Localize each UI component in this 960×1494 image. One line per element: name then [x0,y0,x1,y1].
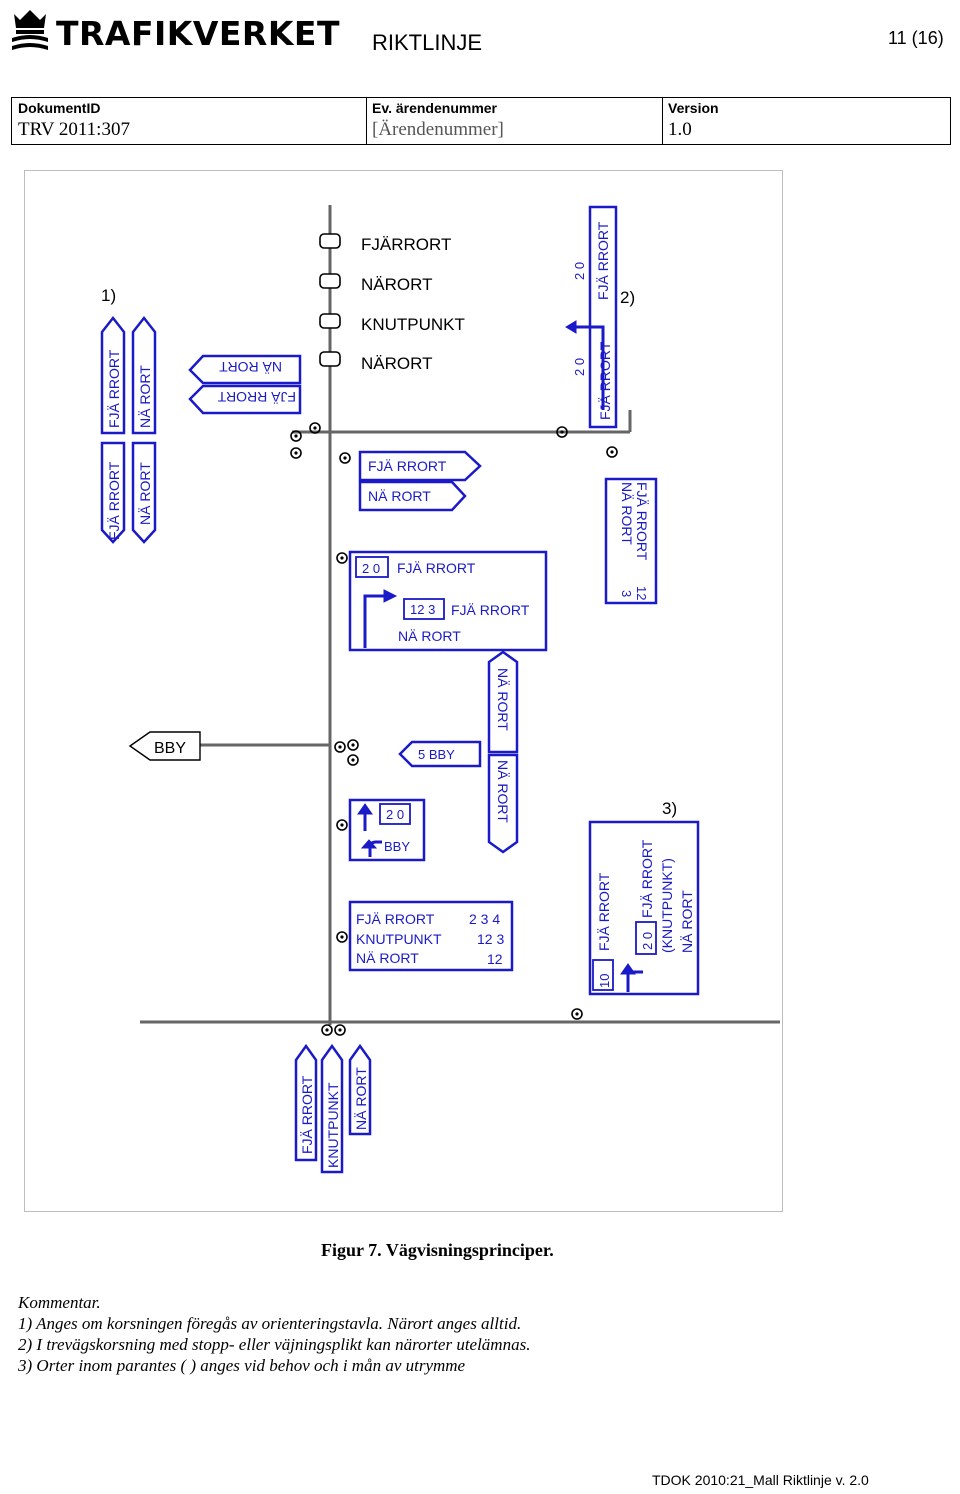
sign-number: 2 0 [572,358,587,376]
version-label: Version [668,100,719,116]
logo-text: TRAFIKVERKET [56,14,340,53]
sign-number: 2 0 [362,561,380,576]
sign-text: FJÄ RRORT [397,560,476,576]
comments-heading: Kommentar. [18,1293,101,1312]
sign-number: 2 0 [640,932,655,950]
sign-5-bby [398,740,482,768]
vertical-board-3 [588,820,700,996]
comment-line: 2) I trevägskorsning med stopp- eller vä… [18,1335,531,1354]
sign-knutpunkt-bottom [320,1043,344,1174]
document-type: RIKTLINJE [372,30,483,55]
crown-emblem-icon [12,10,48,50]
sign-narort-bottom [348,1043,372,1136]
document-id-label: DokumentID [18,100,101,116]
header-divider [366,97,367,145]
sign-fjarrort-right [358,450,482,482]
sign-text: BBY [384,839,410,854]
sign-post-icons [290,422,618,1036]
sign-fjarrort-bottom [294,1043,318,1162]
town-label: BBY [154,740,186,757]
comments-block: Kommentar. 1) Anges om korsningen föregå… [18,1292,530,1376]
sign-text: FJÄ RRORT [595,221,611,300]
header-table [11,97,951,145]
distance-sign [348,900,514,972]
sign-text: NÄ RORT [353,1067,369,1130]
sign-number: 12 [634,586,649,600]
sign-text: FJÄ RRORT [299,1075,315,1154]
sign-text: NÄ RORT [137,365,153,428]
sign-text: NÄ RORT [137,462,153,525]
orientation-line: NÄRORT [361,354,432,373]
sign-text: NÄ RORT [495,668,511,731]
sign-text: NÄ RORT [368,488,431,504]
sign-narort-vertical [487,753,519,854]
page-number: 11 (16) [888,28,944,48]
figure-frame [24,170,783,1212]
sign-number: 2 0 [386,807,404,822]
sign-text: FJÄ RRORT [451,602,530,618]
sign-text: FJÄ RRORT [597,341,613,420]
sign-text: (KNUTPUNKT) [659,858,675,953]
orientation-board: FJÄRRORT NÄRORT KNUTPUNKT NÄRORT [319,233,465,373]
sign-number: 10 [597,974,612,988]
footer-template-id: TDOK 2010:21_Mall Riktlinje v. 2.0 [652,1472,869,1488]
sign-text: FJÄ RRORT [356,911,435,927]
sign-fjarrort-down [100,441,126,544]
figure-caption: Figur 7. Vägvisningsprinciper. [321,1240,554,1260]
sign-text: KNUTPUNKT [356,931,442,947]
sign-narort-up [131,315,157,435]
arrow-icons [357,320,643,992]
note-marker: 2) [620,288,635,307]
sign-text: NÄ RORT [495,760,511,823]
sign-number: 12 3 [477,931,504,947]
sign-narort-rotated [188,354,302,385]
sign-text: FJÄ RRORT [106,349,122,428]
advance-sign [348,550,548,652]
sign-text: NÄ RORT [398,628,461,644]
sign-text: FJÄ RRORT [106,461,122,540]
sign-text: FJÄ RRORT [634,482,650,561]
town-bby: BBY [128,731,201,761]
sign-number: 2 3 4 [469,911,500,927]
case-number-label: Ev. ärendenummer [372,100,498,116]
road-network [140,205,780,1025]
orientation-line: KNUTPUNKT [361,315,465,334]
vertical-board-narort [604,477,658,605]
sign-text: KNUTPUNKT [325,1082,341,1168]
comment-line: 3) Orter inom parantes ( ) anges vid beh… [18,1356,466,1375]
sign-text: FJÄ RRORT [596,872,612,951]
sign-text: FJÄ RRORT [639,839,655,918]
sign-text: NÄ RORT [619,482,635,545]
sign-number: 3 [619,590,634,597]
sign-text: NÄ RORT [356,950,419,966]
header-divider [662,97,663,145]
sign-narort-vertical [487,650,519,754]
sign-text: NÄ RORT [219,359,282,375]
case-number-value: [Ärendenummer] [372,119,504,140]
sign-fjarrort-up [100,315,126,435]
trafikverket-logo [8,6,52,58]
note-marker: 3) [662,799,677,818]
sign-text: 5 BBY [418,747,455,762]
sign-text: FJÄ RRORT [217,389,296,405]
sign-narort-down [131,441,157,544]
document-id-value: TRV 2011:307 [18,119,130,140]
vertical-board-2 [588,205,618,429]
orientation-line: FJÄRRORT [361,235,451,254]
sign-text: NÄ RORT [679,890,695,953]
sign-number: 12 [487,951,503,967]
sign-text: FJÄ RRORT [368,458,447,474]
sign-number: 2 0 [572,262,587,280]
comment-line: 1) Anges om korsningen föregås av orient… [18,1314,522,1333]
sign-number: 12 3 [410,602,435,617]
sign-fjarrort-rotated [188,384,302,415]
orientation-line: NÄRORT [361,275,432,294]
version-value: 1.0 [668,119,692,140]
lane-sign [348,798,426,862]
sign-narort-right [358,480,467,512]
note-marker: 1) [101,286,116,305]
